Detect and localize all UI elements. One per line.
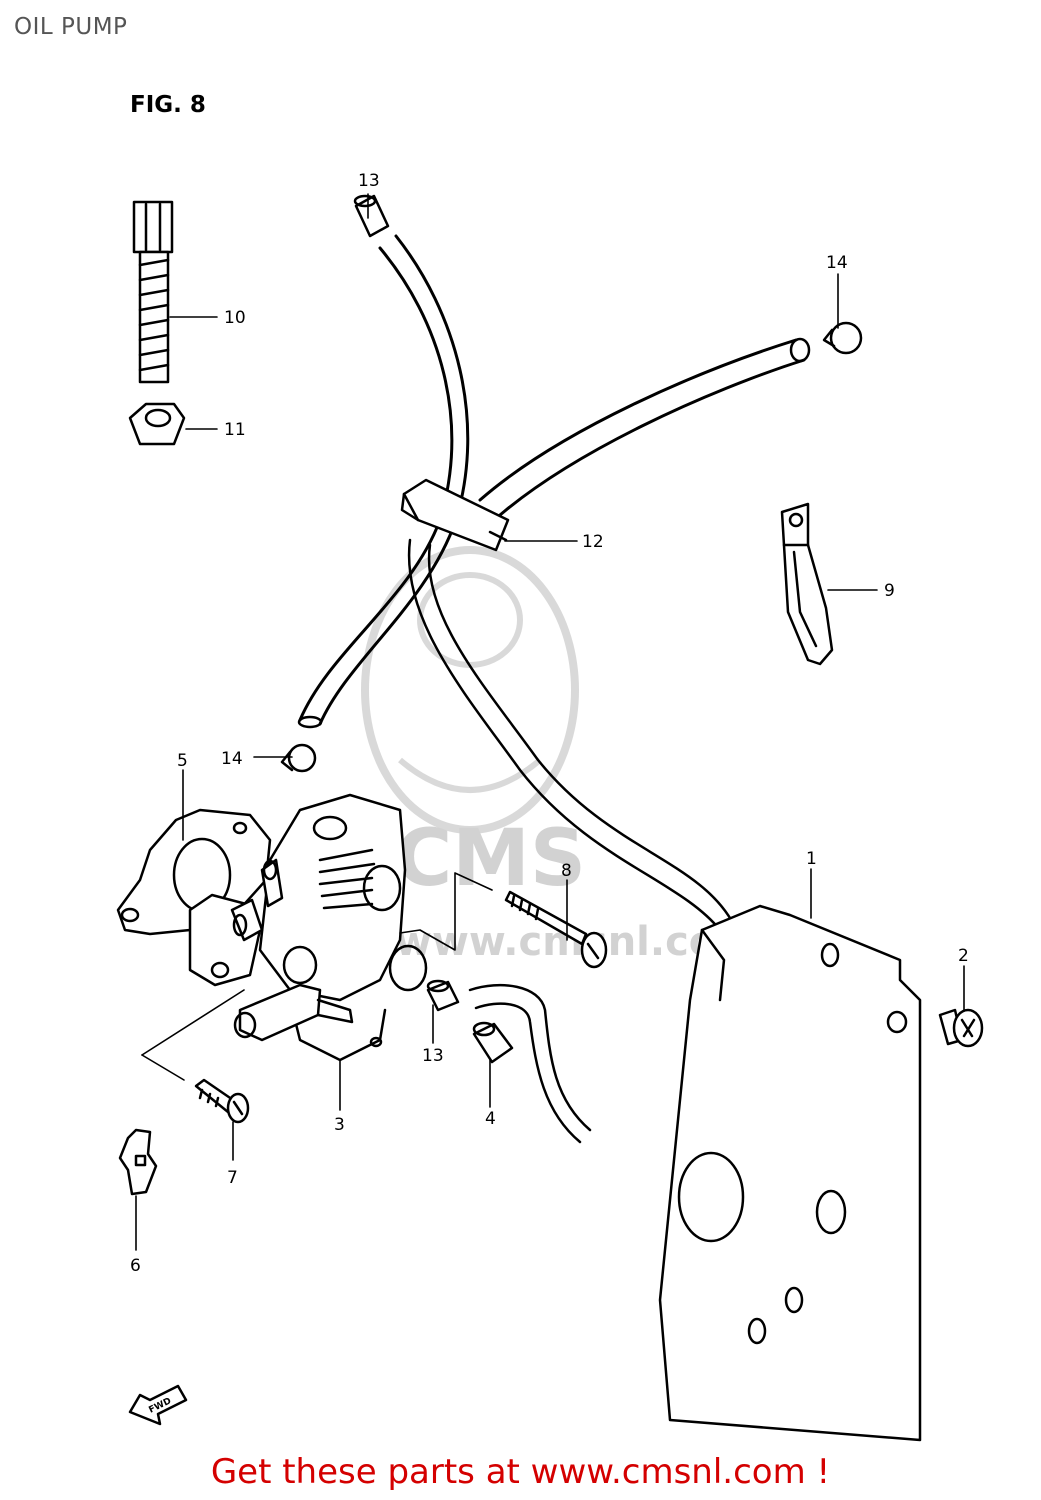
- callout-9: 9: [884, 581, 895, 601]
- clip-part-14-top: [822, 321, 863, 355]
- callout-4: 4: [485, 1109, 496, 1129]
- clamp-part-12: [400, 478, 510, 552]
- nut-part-11: [128, 402, 186, 446]
- sleeve-part-13-lower: [426, 979, 460, 1012]
- callout-14-pump: 14: [221, 749, 243, 769]
- clip-part-14-pump: [280, 743, 317, 773]
- bracket-part-9: [780, 502, 834, 666]
- callout-14-top: 14: [826, 253, 848, 273]
- screw-part-7: [194, 1078, 250, 1124]
- callout-1: 1: [806, 849, 817, 869]
- sleeve-part-13-top: [353, 194, 390, 238]
- fwd-arrow-icon: [128, 1384, 188, 1426]
- callout-13-top: 13: [358, 171, 380, 191]
- promo-link[interactable]: Get these parts at www.cmsnl.com !: [210, 1452, 831, 1492]
- cap-part-4: [472, 1021, 514, 1064]
- callout-11: 11: [224, 420, 246, 440]
- watermark: CMS www.cmsnl.com: [361, 546, 758, 965]
- callout-13-lower: 13: [422, 1046, 444, 1066]
- page-title: OIL PUMP: [14, 14, 128, 40]
- callout-8: 8: [561, 861, 572, 881]
- figure-label: FIG. 8: [130, 92, 206, 118]
- callout-7: 7: [227, 1168, 238, 1188]
- callout-10: 10: [224, 308, 246, 328]
- watermark-brand: CMS: [395, 814, 586, 904]
- callout-6: 6: [130, 1256, 141, 1276]
- grommet-part-6: [118, 1128, 158, 1196]
- callout-leaders: [135, 193, 965, 1251]
- plate-part-1: [658, 904, 922, 1442]
- callout-2: 2: [958, 946, 969, 966]
- callout-12: 12: [582, 532, 604, 552]
- bolt-part-10: [132, 200, 174, 384]
- callout-3: 3: [334, 1115, 345, 1135]
- screw-part-2: [938, 1008, 984, 1048]
- bolt-part-8: [504, 890, 608, 969]
- pump-part-3: [188, 793, 428, 1062]
- callout-5: 5: [177, 751, 188, 771]
